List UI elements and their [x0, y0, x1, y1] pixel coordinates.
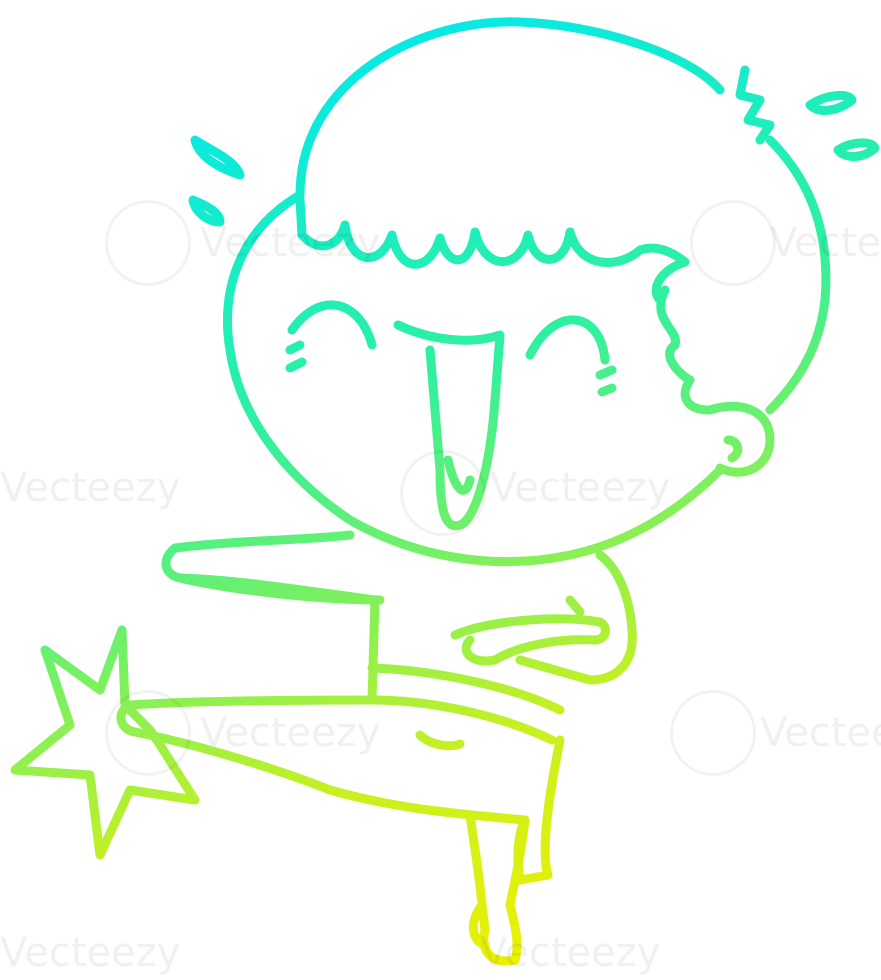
- sweat-drop-right-2: [833, 138, 880, 161]
- torso: [161, 530, 637, 705]
- impact-star: [10, 625, 200, 860]
- head-outline: [223, 17, 831, 567]
- mouth: [393, 320, 505, 531]
- right-eye: [525, 315, 610, 365]
- left-eye-lashes: [285, 340, 307, 373]
- arm-folded: [450, 595, 610, 666]
- hair-fringe: [295, 195, 690, 305]
- ear-inner: [723, 435, 743, 463]
- waistband: [367, 663, 565, 745]
- arm-pointing: [175, 573, 385, 605]
- left-eye: [287, 300, 377, 350]
- sweat-drop-left-1: [190, 135, 245, 180]
- sweat-drop-left-2: [188, 195, 225, 227]
- foot: [468, 900, 490, 950]
- standing-leg: [465, 810, 530, 966]
- right-eye-lashes: [595, 365, 617, 397]
- ear: [656, 285, 775, 477]
- tongue: [443, 455, 475, 495]
- knee-mark: [415, 730, 465, 751]
- sweat-drop-right-1: [805, 90, 857, 115]
